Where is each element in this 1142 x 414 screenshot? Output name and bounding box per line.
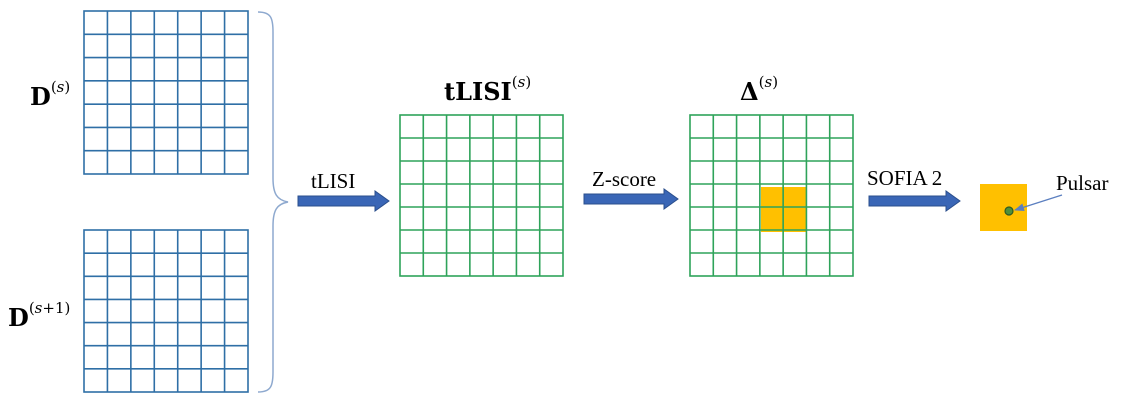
input-grid-top-border [83,10,249,175]
input-grid-bottom-border [83,229,249,393]
delta-grid [689,114,854,277]
delta-panel-title: Δ(s) [740,73,778,106]
tlisi-grid-border [399,114,564,277]
step-label-sofia: SOFIA 2 [867,166,942,190]
input-label-bottom: D(s+1) [8,299,70,332]
input-grid-top [83,10,249,175]
step-label-tlisi: tLISI [311,169,355,193]
merge-brace [257,11,289,393]
arrow-tlisi [297,190,390,212]
tlisi-panel-title: tLISI(s) [444,73,531,106]
pulsar-pointer [1014,194,1063,212]
tlisi-grid [399,114,564,277]
pulsar-dot [1004,206,1014,216]
arrow-zscore [583,188,679,210]
step-label-zscore: Z-score [592,167,656,191]
input-label-top: D(s) [30,78,70,111]
arrow-sofia [868,190,961,212]
input-grid-bottom [83,229,249,393]
delta-grid-border [689,114,854,277]
detection-box [980,184,1027,231]
pulsar-label: Pulsar [1056,171,1109,195]
